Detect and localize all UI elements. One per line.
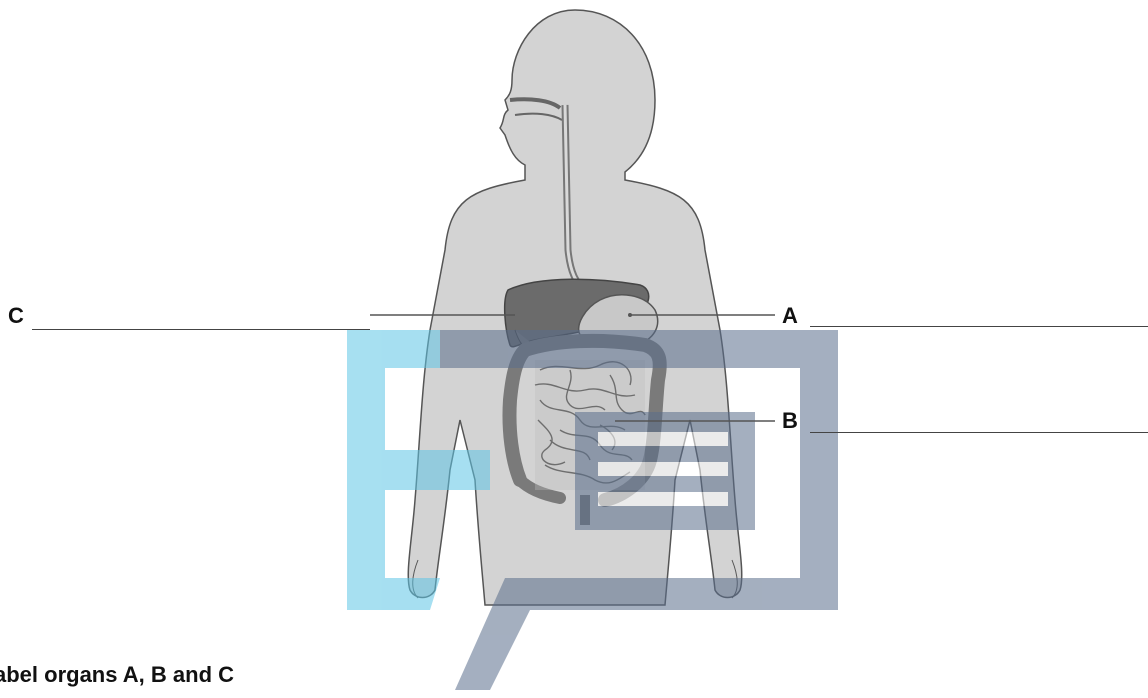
label-a: A (782, 305, 798, 327)
answer-line-a[interactable] (810, 326, 1148, 327)
answer-line-c[interactable] (32, 329, 370, 330)
instruction-text: abel organs A, B and C (0, 662, 234, 688)
label-c: C (8, 305, 24, 327)
answer-line-b[interactable] (810, 432, 1148, 433)
label-b: B (782, 410, 798, 432)
